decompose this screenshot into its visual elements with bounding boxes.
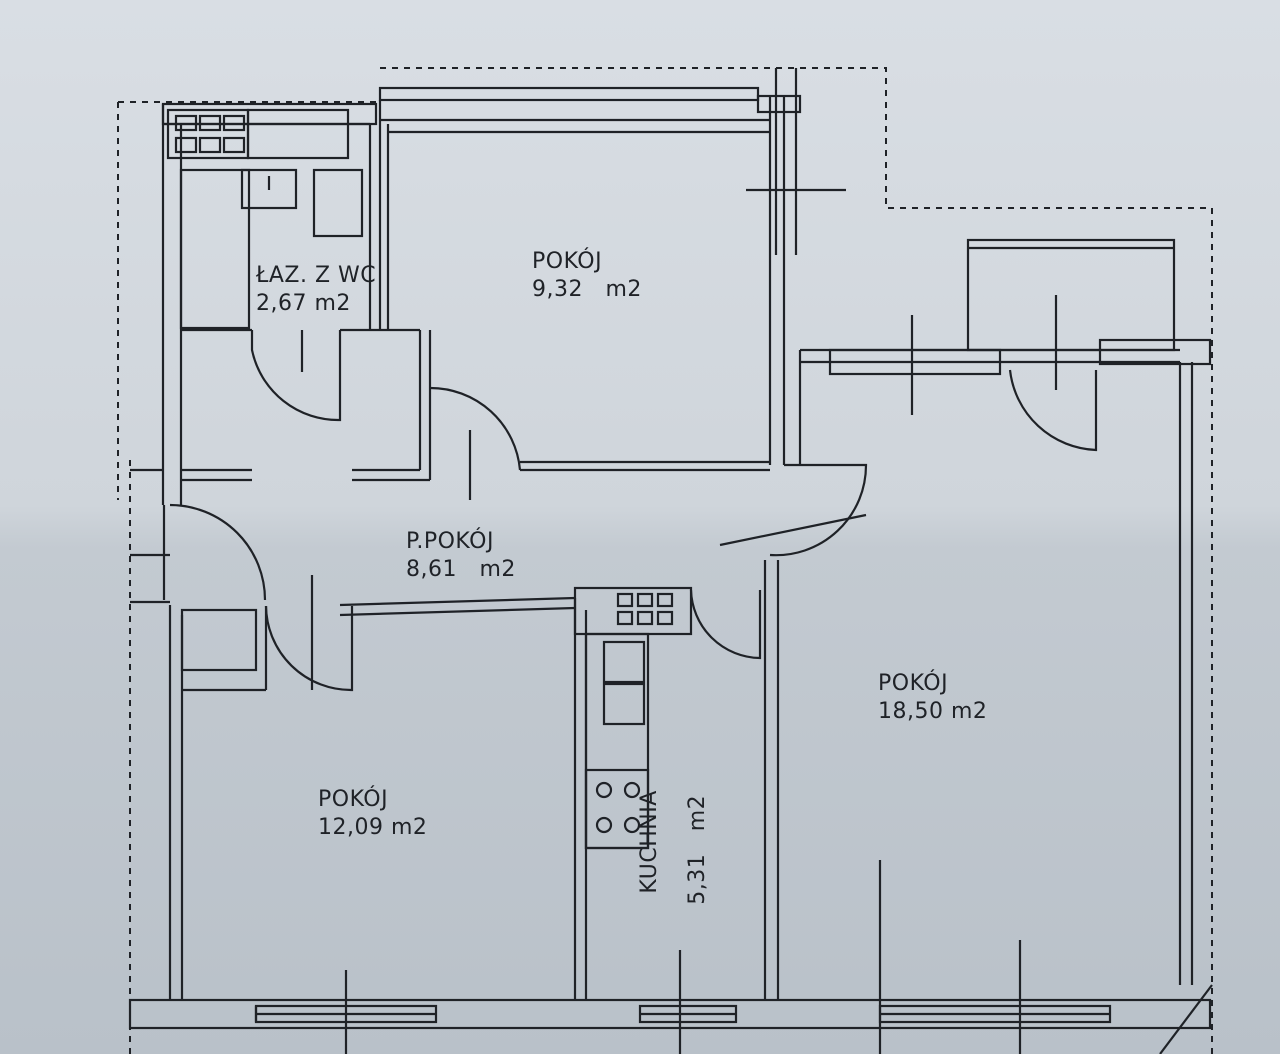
kitchen-units xyxy=(573,586,693,850)
room-name: ŁAZ. Z WC xyxy=(256,263,377,288)
room-area: 18,50 m2 xyxy=(878,698,988,724)
label-room-small: POKÓJ 9,32 m2 xyxy=(532,248,642,303)
property-boundary xyxy=(117,67,1213,1054)
bathroom-walls xyxy=(161,102,432,505)
bathroom-fixtures xyxy=(166,108,364,330)
exterior-wall-bottom xyxy=(128,984,1213,1054)
label-room-left: POKÓJ 12,09 m2 xyxy=(318,786,427,841)
label-hall: P.POKÓJ 8,61 m2 xyxy=(406,528,516,583)
room-name: KUCHNIA xyxy=(636,790,662,894)
room-area: 5,31 m2 xyxy=(684,794,710,905)
room-area: 9,32 m2 xyxy=(532,276,642,302)
left-room-door xyxy=(264,605,354,692)
room-small-door xyxy=(429,386,522,471)
room-area: 12,09 m2 xyxy=(318,814,428,840)
room-name: POKÓJ xyxy=(878,671,949,696)
room-area: 8,61 m2 xyxy=(406,556,516,582)
kitchen-door xyxy=(689,589,762,660)
balcony-door xyxy=(1008,369,1098,452)
hallway-walls xyxy=(130,468,576,617)
bathroom-door xyxy=(250,330,342,422)
window-markers xyxy=(344,860,1022,1054)
room-name: POKÓJ xyxy=(532,249,603,274)
label-bathroom: ŁAZ. Z WC 2,67 m2 xyxy=(256,262,376,317)
room-name: P.POKÓJ xyxy=(406,529,494,554)
room-area: 2,67 m2 xyxy=(256,290,351,316)
room-small-walls xyxy=(378,68,846,472)
room-big-walls xyxy=(763,238,1212,1000)
label-room-big: POKÓJ 18,50 m2 xyxy=(878,670,987,725)
label-kitchen: KUCHNIA 5,31 m2 xyxy=(616,790,731,905)
room-name: POKÓJ xyxy=(318,787,389,812)
hall-door-right xyxy=(769,463,868,557)
entry-door xyxy=(169,503,267,601)
